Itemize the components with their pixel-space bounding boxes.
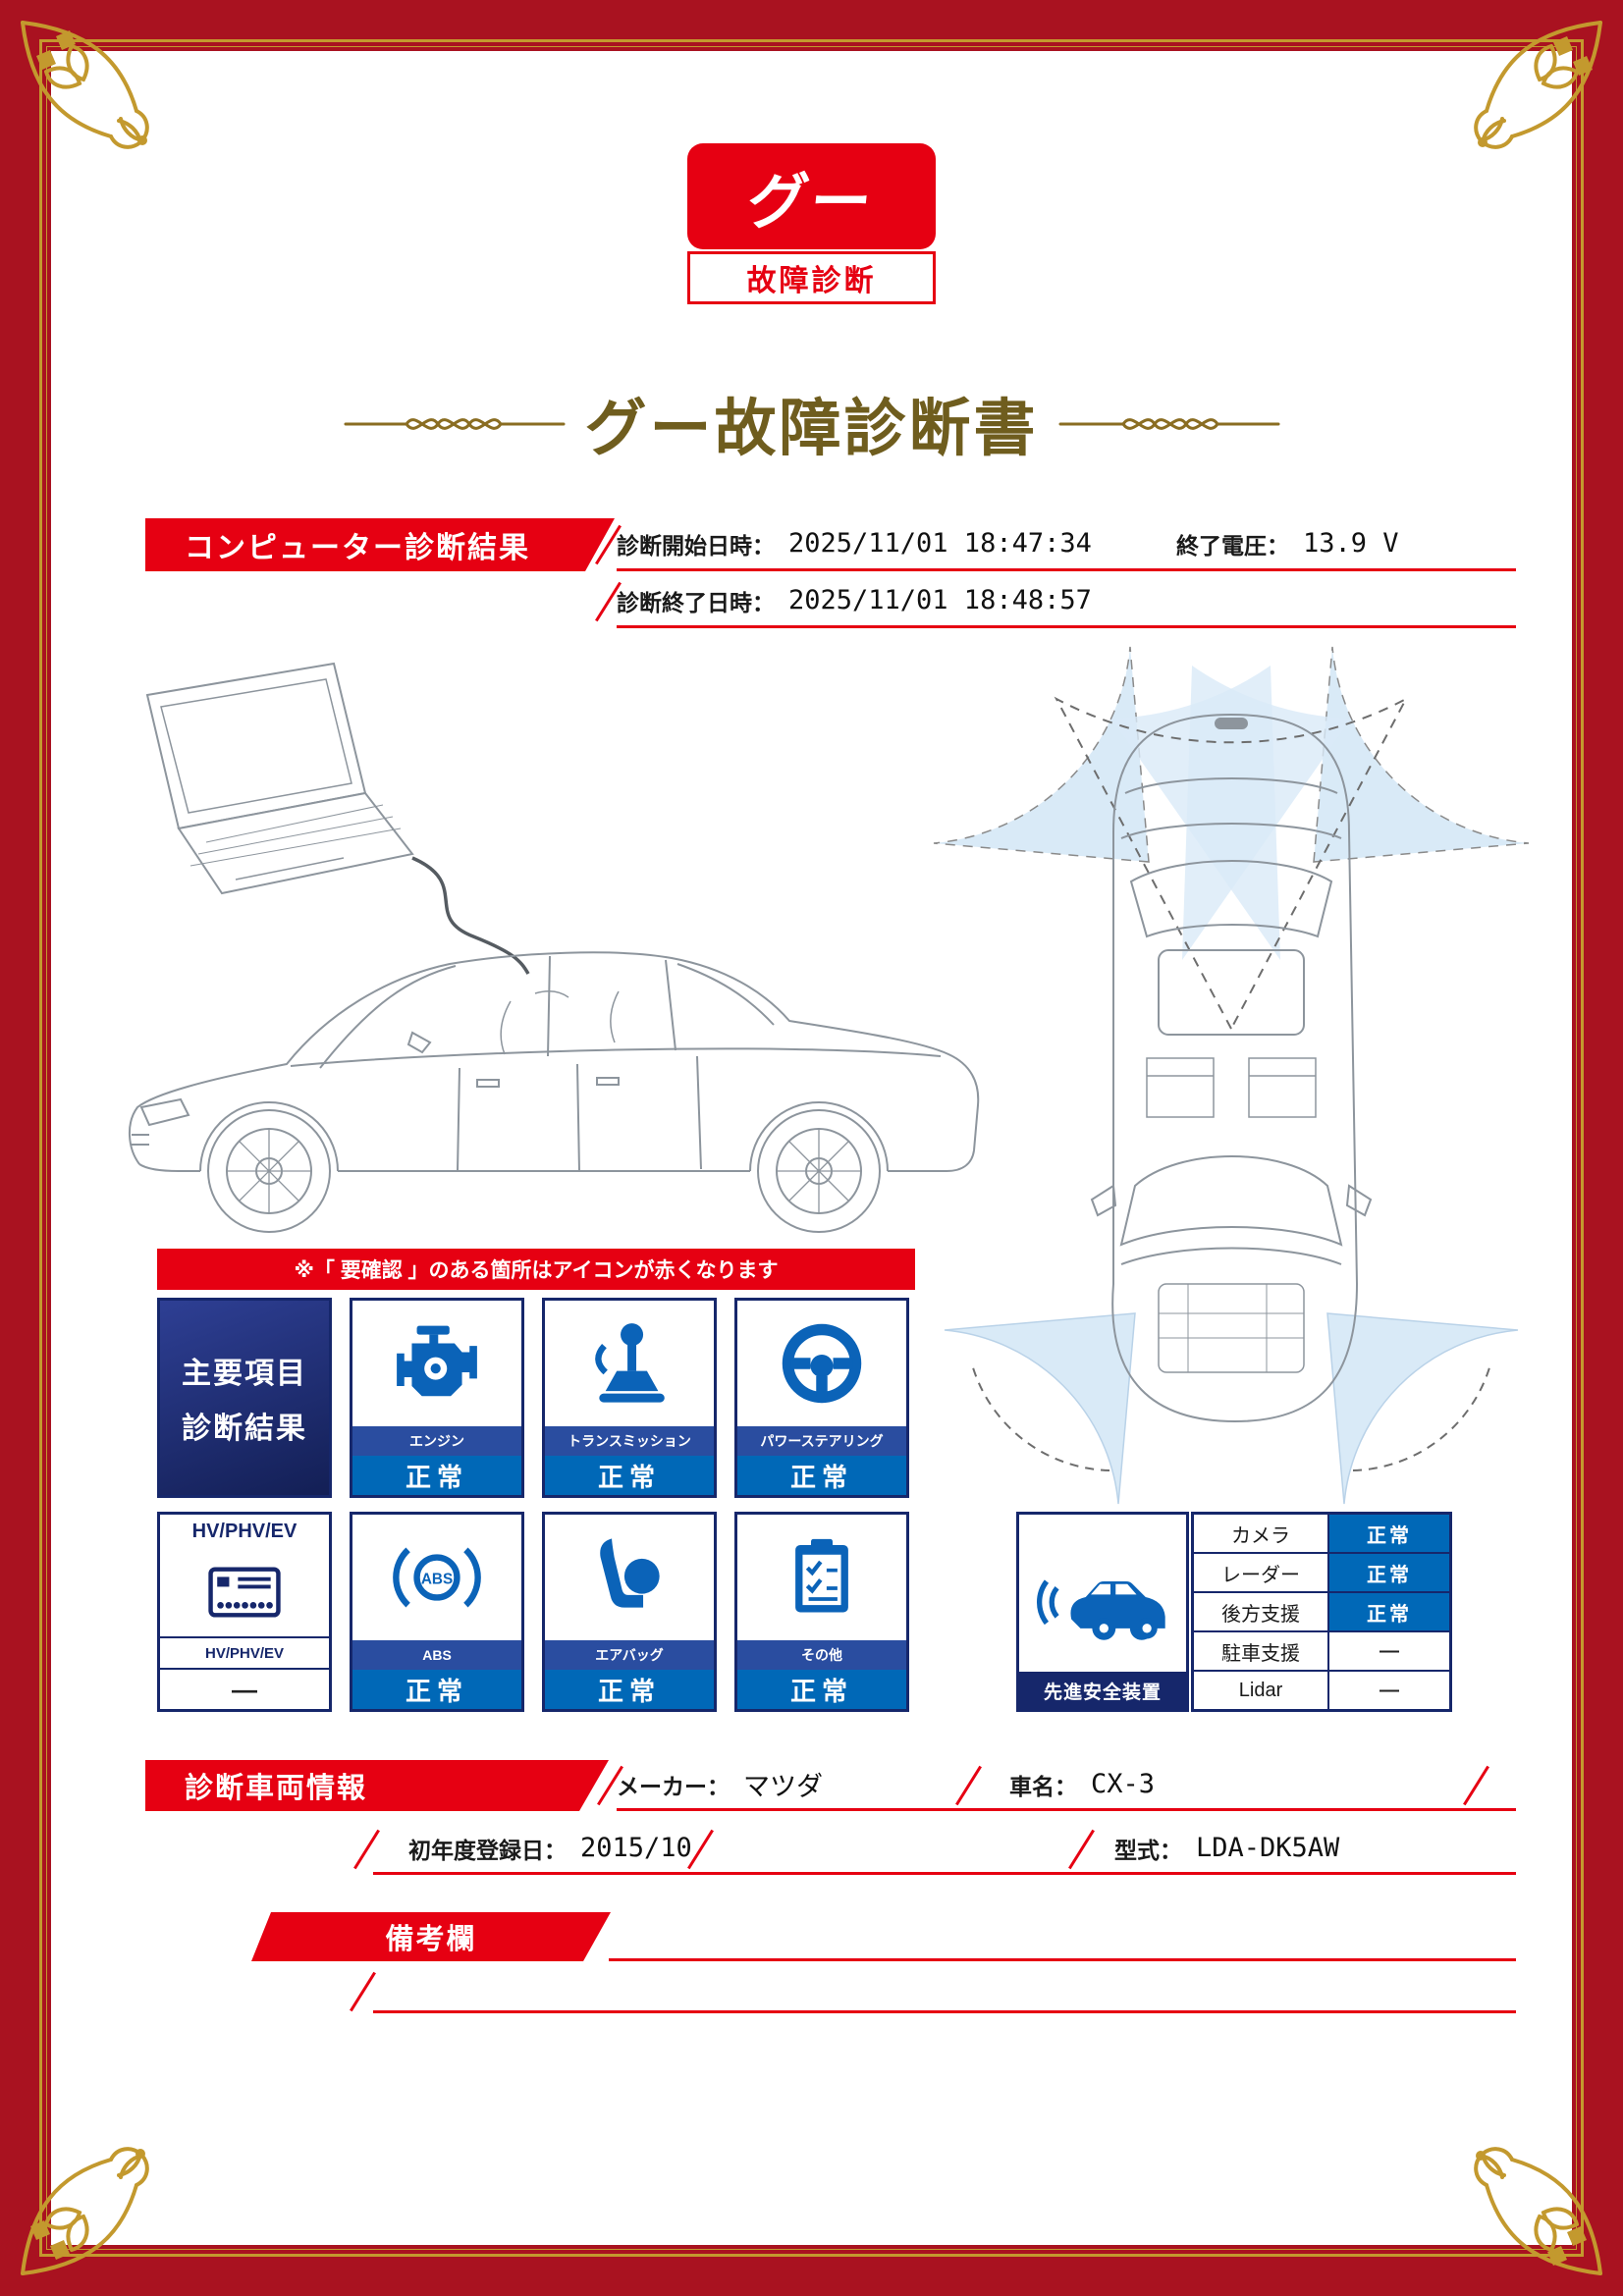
safety-row-parking-support: 駐車支援 — [1194, 1630, 1449, 1670]
cell-status: 正常 [545, 1670, 714, 1709]
title-flourish-right-icon [1058, 417, 1279, 430]
hv-battery-icon [160, 1548, 329, 1636]
safety-row-camera: カメラ 正常 [1194, 1515, 1449, 1552]
first-reg-value: 2015/10 [580, 1833, 692, 1863]
main-results-header: 主要項目 診断結果 [157, 1298, 332, 1498]
first-reg-label: 初年度登録日： [408, 1837, 567, 1863]
maker-label: メーカー： [617, 1773, 730, 1799]
end-time-value: 2025/11/01 18:48:57 [788, 585, 1092, 615]
start-time-value: 2025/11/01 18:47:34 [788, 528, 1092, 559]
remarks-line-1 [609, 1958, 1516, 1961]
cell-label: ABS [352, 1640, 521, 1670]
safety-status: — [1380, 1639, 1399, 1662]
safety-name: Lidar [1194, 1672, 1329, 1709]
advanced-safety-iconbox: 先進安全装置 [1016, 1512, 1189, 1712]
cell-status: 正常 [352, 1670, 521, 1709]
remarks-banner: 備考欄 [251, 1912, 611, 1961]
hv-title: HV/PHV/EV [191, 1520, 298, 1542]
svg-text:ABS: ABS [421, 1571, 453, 1587]
goo-logo-mark: グー [687, 143, 936, 249]
advanced-safety-module: 先進安全装置 カメラ 正常 レーダー 正常 後方支援 正常 駐車支援 — Lid… [1016, 1512, 1452, 1712]
safety-status: — [1380, 1679, 1399, 1701]
goo-logo-subtitle: 故障診断 [687, 251, 936, 304]
cell-status: 正常 [737, 1670, 906, 1709]
diagnosis-cell-other: その他 正常 [734, 1512, 909, 1712]
transmission-icon [545, 1301, 714, 1426]
safety-row-rear-support: 後方支援 正常 [1194, 1591, 1449, 1630]
vehicle-info-banner: 診断車両情報 [145, 1760, 609, 1811]
goo-logo: グー 故障診断 [687, 143, 936, 304]
diagnosis-start-row: 診断開始日時： 2025/11/01 18:47:34 終了電圧： 13.9 V [617, 518, 1516, 571]
model-code-label: 型式： [1114, 1837, 1182, 1863]
main-results-header-line1: 主要項目 [182, 1358, 307, 1390]
diagnosis-cell-airbag: エアバッグ 正常 [542, 1512, 717, 1712]
car-name-label: 車名： [1009, 1773, 1077, 1799]
cell-status: 正常 [352, 1456, 521, 1495]
cell-label: エアバッグ [545, 1640, 714, 1670]
maker-value: マツダ [743, 1772, 823, 1801]
cell-label: パワーステアリング [737, 1426, 906, 1456]
sensor-fan-shapes [933, 646, 1530, 1505]
safety-name: レーダー [1194, 1554, 1329, 1591]
safety-name: 後方支援 [1194, 1593, 1329, 1630]
advanced-safety-label: 先進安全装置 [1019, 1672, 1186, 1709]
end-time-label: 診断終了日時： [617, 589, 775, 615]
diagnosis-cell-transmission: トランスミッション 正常 [542, 1298, 717, 1498]
diagnosis-end-row: 診断終了日時： 2025/11/01 18:48:57 [617, 575, 1516, 628]
cell-status: — [160, 1670, 329, 1709]
safety-status: 正常 [1329, 1515, 1449, 1552]
computer-diagnosis-banner: コンピューター診断結果 [145, 518, 615, 571]
vehicle-row-maker: メーカー： マツダ 車名： CX-3 [617, 1760, 1516, 1811]
cell-label: トランスミッション [545, 1426, 714, 1456]
sedan-wheels [207, 1109, 881, 1233]
car-top-view [1090, 713, 1373, 1423]
main-results-header-line2: 診断結果 [182, 1413, 307, 1445]
safety-row-radar: レーダー 正常 [1194, 1552, 1449, 1591]
title-flourish-left-icon [344, 417, 565, 430]
safety-status: 正常 [1329, 1593, 1449, 1630]
cell-label: HV/PHV/EV [160, 1636, 329, 1670]
steering-wheel-icon [737, 1301, 906, 1426]
diagnosis-cell-engine: エンジン 正常 [350, 1298, 524, 1498]
advanced-safety-table: カメラ 正常 レーダー 正常 後方支援 正常 駐車支援 — Lidar — [1191, 1512, 1452, 1712]
cell-status: 正常 [545, 1456, 714, 1495]
title-row: グー故障診断書 [0, 379, 1623, 468]
model-code-value: LDA-DK5AW [1196, 1833, 1340, 1863]
abs-icon: ABS [352, 1515, 521, 1640]
engine-icon [352, 1301, 521, 1426]
vehicle-illustration [128, 646, 1530, 1505]
page-title: グー故障診断書 [584, 395, 1039, 463]
goo-logo-text: グー [744, 169, 878, 237]
sedan-side-view [128, 951, 980, 1172]
cell-label: その他 [737, 1640, 906, 1670]
end-voltage-label: 終了電圧： [1176, 532, 1289, 559]
safety-name: カメラ [1194, 1515, 1329, 1552]
airbag-icon [545, 1515, 714, 1640]
cell-label: エンジン [352, 1426, 521, 1456]
safety-status: 正常 [1329, 1554, 1449, 1591]
start-time-label: 診断開始日時： [617, 532, 775, 559]
car-name-value: CX-3 [1091, 1769, 1156, 1799]
diagnosis-cell-abs: ABS ABS 正常 [350, 1512, 524, 1712]
remarks-line-2 [373, 2010, 1516, 2013]
safety-row-lidar: Lidar — [1194, 1670, 1449, 1709]
vehicle-row-registration: 初年度登録日： 2015/10 型式： LDA-DK5AW [373, 1824, 1516, 1875]
diagnostic-laptop [145, 662, 414, 895]
checklist-icon [737, 1515, 906, 1640]
main-diagnosis-grid: 主要項目 診断結果 エンジン 正常 [157, 1298, 909, 1712]
diagnosis-cell-power-steering: パワーステアリング 正常 [734, 1298, 909, 1498]
diagnosis-cell-hv-phv-ev: HV/PHV/EV HV/PHV/EV — [157, 1512, 332, 1712]
cell-status: 正常 [737, 1456, 906, 1495]
obd-cable [411, 856, 530, 975]
safety-name: 駐車支援 [1194, 1632, 1329, 1670]
attention-notice-bar: ※「 要確認 」のある箇所はアイコンが赤くなります [157, 1249, 915, 1290]
end-voltage-value: 13.9 V [1303, 528, 1399, 559]
safety-car-icon [1019, 1515, 1186, 1672]
